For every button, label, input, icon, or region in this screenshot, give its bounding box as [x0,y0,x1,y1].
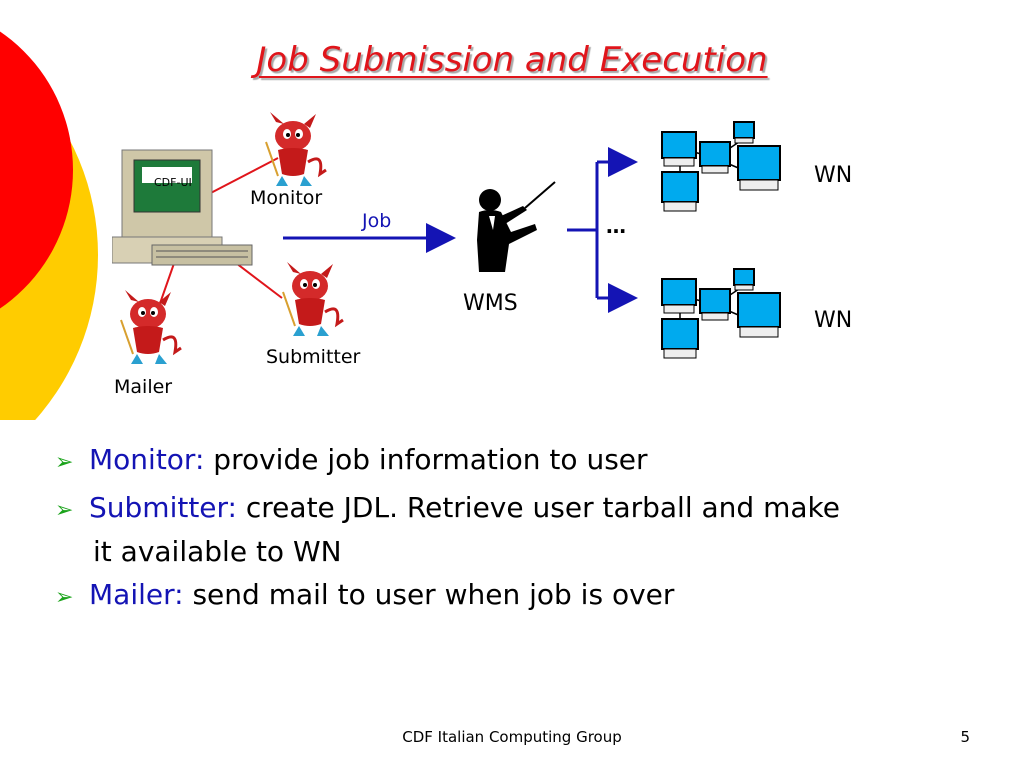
slide-title: Job Submission and Execution [256,40,768,80]
bullet-term: Monitor: [89,443,205,476]
bullet-term: Submitter: [89,491,237,524]
computer-terminal-icon [112,149,253,266]
page-number: 5 [960,728,970,746]
job-label: Job [362,210,392,232]
bullet-item: ➢ Submitter: create JDL. Retrieve user ta… [55,494,840,522]
bullet-arrow-icon: ➢ [55,585,74,610]
bullet-item: ➢ Monitor: provide job information to use… [55,446,648,474]
devil-mascot-icon [282,262,344,336]
devil-mascot-icon [265,112,327,186]
footer-text: CDF Italian Computing Group [402,728,622,746]
monitor-label: Monitor [250,187,323,209]
wn-bottom-label: WN [814,308,853,333]
network-computers-icon [661,268,781,359]
bullet-term: Mailer: [89,578,184,611]
wn-top-label: WN [814,163,853,188]
bullet-text: provide job information to user [213,443,648,476]
bullet-continuation: it available to WN [93,535,342,568]
conductor-icon [477,181,556,272]
devil-mascot-icon [120,290,182,364]
wms-label: WMS [463,291,518,316]
bullet-arrow-icon: ➢ [55,450,74,475]
mailer-label: Mailer [114,376,173,398]
bullet-item: ➢ Mailer: send mail to user when job is o… [55,581,674,609]
ellipsis-label: … [606,214,626,238]
bullet-text: create JDL. Retrieve user tarball and ma… [245,491,840,524]
ui-label: CDF-UI [154,176,192,189]
submitter-label: Submitter [266,346,361,368]
bullet-arrow-icon: ➢ [55,498,74,523]
bullet-text: send mail to user when job is over [192,578,675,611]
network-computers-icon [661,121,781,212]
decorative-circles [0,31,98,420]
